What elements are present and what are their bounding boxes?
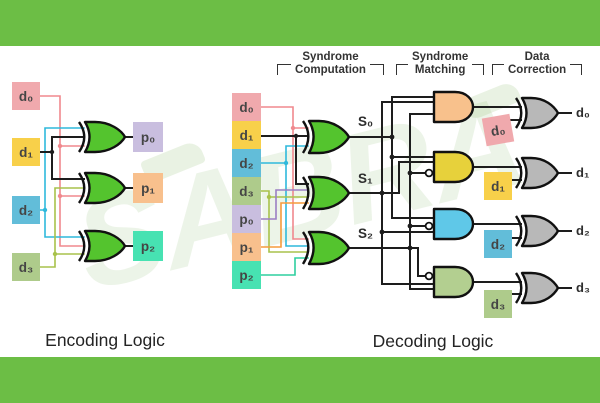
output-label-d2: d₂ bbox=[576, 223, 590, 238]
xor-gate-out-d0 bbox=[514, 96, 560, 130]
xor-gate-p0 bbox=[77, 120, 127, 154]
and-gate-d2 bbox=[432, 207, 475, 241]
output-label-d0: d₀ bbox=[576, 105, 590, 120]
section-label-line2: Matching bbox=[414, 64, 466, 76]
syndrome-label-s1: S₁ bbox=[358, 171, 373, 186]
decode-input-box-p0: p₀ bbox=[232, 205, 261, 233]
bottom-green-bar bbox=[0, 357, 600, 403]
wire-encode-olive-d3 bbox=[39, 187, 85, 268]
section-label-line2: Computation bbox=[295, 64, 366, 76]
correction-box-d0: d₀ bbox=[481, 113, 515, 147]
wire-match-v410 bbox=[409, 113, 435, 290]
encode-input-box-d1: d₁ bbox=[12, 138, 40, 166]
junction-dots bbox=[42, 125, 413, 257]
syndrome-label-s2: S₂ bbox=[358, 226, 374, 241]
wire-decode-orange-p1 bbox=[260, 202, 309, 248]
bracket-corner-right bbox=[472, 64, 485, 75]
decode-input-box-d0: d₀ bbox=[232, 93, 261, 121]
wire-decode-black-d1 bbox=[260, 135, 309, 185]
decode-input-box-d1: d₁ bbox=[232, 121, 261, 149]
decode-input-box-d3: d₃ bbox=[232, 177, 261, 205]
wire-and-outputs bbox=[472, 106, 522, 283]
xor-gate-s1 bbox=[301, 175, 351, 211]
output-label-d1: d₁ bbox=[576, 165, 590, 180]
wire-encode-outputs bbox=[124, 136, 134, 247]
encode-input-box-d0: d₀ bbox=[12, 82, 40, 110]
invert-bubble-d2 bbox=[424, 221, 434, 231]
and-gate-d0 bbox=[432, 90, 475, 124]
wire-encode-black-d1 bbox=[39, 136, 85, 180]
wire-encode-pink-d0 bbox=[39, 95, 85, 247]
encoding-title: Encoding Logic bbox=[45, 330, 165, 350]
syndrome-label-s0: S₀ bbox=[358, 114, 374, 129]
decode-input-box-d2: d₂ bbox=[232, 149, 261, 177]
invert-bubble-d3 bbox=[424, 271, 434, 281]
decode-input-box-p2: p₂ bbox=[232, 261, 261, 289]
bracket-corner-left bbox=[396, 64, 408, 75]
and-gate-d3 bbox=[432, 265, 475, 299]
encode-input-box-d3: d₃ bbox=[12, 253, 40, 281]
bracket-corner-right bbox=[570, 64, 583, 75]
encode-output-box-p0: p₀ bbox=[133, 122, 163, 152]
xor-gate-s2 bbox=[301, 230, 351, 266]
wire-decode-pink-d0 bbox=[260, 106, 309, 240]
xor-gate-out-d2 bbox=[514, 214, 560, 248]
section-label-line1: Syndrome bbox=[302, 51, 359, 63]
xor-gate-p1 bbox=[77, 171, 127, 205]
wire-decode-teal-p2 bbox=[260, 257, 309, 276]
xor-gate-p2 bbox=[77, 229, 127, 263]
wire-decode-purple-p0 bbox=[260, 189, 309, 220]
xor-gate-out-d1 bbox=[514, 156, 560, 190]
encode-output-box-p1: p₁ bbox=[133, 173, 163, 203]
wire-match-v392 bbox=[391, 96, 435, 219]
bracket-corner-left bbox=[492, 64, 504, 75]
top-green-bar bbox=[0, 0, 600, 46]
and-gate-d1 bbox=[432, 150, 475, 184]
section-label-line1: Data bbox=[524, 51, 550, 63]
wire-decode-cyan-d2 bbox=[260, 145, 309, 247]
wire-correction-box-stubs bbox=[509, 119, 522, 295]
decode-input-box-p1: p₁ bbox=[232, 233, 261, 261]
correction-box-d1: d₁ bbox=[484, 172, 512, 200]
invert-bubble-d1 bbox=[424, 168, 434, 178]
xor-gate-s0 bbox=[301, 119, 351, 155]
bracket-corner-right bbox=[372, 64, 384, 75]
decoding-title: Decoding Logic bbox=[372, 331, 494, 351]
correction-box-d3: d₃ bbox=[484, 290, 512, 318]
correction-box-d2: d₂ bbox=[484, 230, 512, 258]
wire-match-v399 bbox=[398, 161, 435, 194]
bracket-corner-left bbox=[277, 64, 289, 75]
section-label-line1: Syndrome bbox=[412, 51, 469, 63]
wire-match-v418 bbox=[417, 247, 427, 277]
section-label-line2: Correction bbox=[508, 64, 567, 76]
encode-input-box-d2: d₂ bbox=[12, 196, 40, 224]
wire-decode-olive-d3 bbox=[260, 190, 309, 253]
output-label-d3: d₃ bbox=[576, 280, 590, 295]
wire-encode-cyan-d2 bbox=[39, 127, 85, 238]
xor-gate-out-d3 bbox=[514, 271, 560, 305]
encode-output-box-p2: p₂ bbox=[133, 231, 163, 261]
wire-final-outputs bbox=[557, 112, 572, 289]
